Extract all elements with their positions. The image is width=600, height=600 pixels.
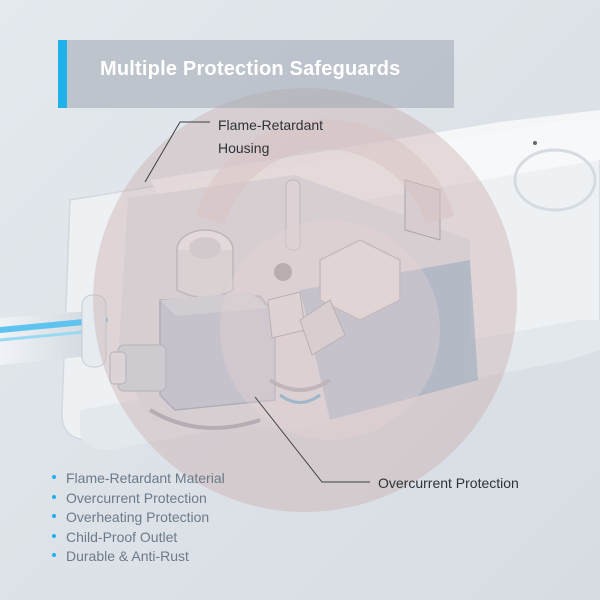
- feature-list: Flame-Retardant Material Overcurrent Pro…: [52, 469, 225, 567]
- wire-blue: [279, 393, 321, 404]
- feature-label: Child-Proof Outlet: [66, 528, 178, 545]
- bullet-icon: [52, 533, 56, 538]
- list-item: Overcurrent Protection: [52, 489, 225, 509]
- wire: [268, 378, 332, 392]
- contact-clip: [319, 239, 401, 321]
- title-accent-bar: [58, 40, 67, 108]
- leader-line-overcurrent: [254, 396, 370, 483]
- feature-label: Flame-Retardant Material: [66, 470, 225, 486]
- breaker-block: [159, 295, 276, 411]
- bullet-icon: [52, 475, 56, 480]
- breaker-top: [160, 292, 268, 316]
- watermark-inner: [220, 220, 440, 440]
- list-item: Child-Proof Outlet: [52, 528, 225, 548]
- callout-housing: Flame-Retardant Housing: [218, 117, 324, 156]
- list-item: Durable & Anti-Rust: [52, 547, 225, 567]
- list-item: Overheating Protection: [52, 508, 225, 528]
- bullet-icon: [52, 514, 56, 519]
- watermark-ring: [93, 88, 517, 512]
- pin-part: [285, 179, 301, 251]
- feature-label: Durable & Anti-Rust: [66, 548, 189, 564]
- socket-outline: [513, 148, 597, 212]
- small-cap: [274, 263, 292, 281]
- list-item: Flame-Retardant Material: [52, 469, 225, 489]
- bullet-icon: [52, 494, 56, 499]
- watermark-arc: [195, 119, 455, 225]
- title-banner: [58, 40, 454, 108]
- feature-label: Overheating Protection: [66, 509, 210, 525]
- breaker-button-cap: [109, 351, 127, 385]
- feature-label: Overcurrent Protection: [66, 489, 207, 506]
- wire-3: [148, 408, 261, 430]
- terminal-2: [299, 299, 346, 356]
- leader-line-housing: [144, 121, 210, 183]
- capacitor-inner: [189, 237, 221, 259]
- callout-overcurrent: Overcurrent Protection: [378, 475, 519, 491]
- page-title: Multiple Protection Safeguards: [100, 58, 401, 80]
- screw-dot: [533, 141, 537, 145]
- bullet-icon: [52, 553, 56, 558]
- cable-grommet: [81, 294, 107, 368]
